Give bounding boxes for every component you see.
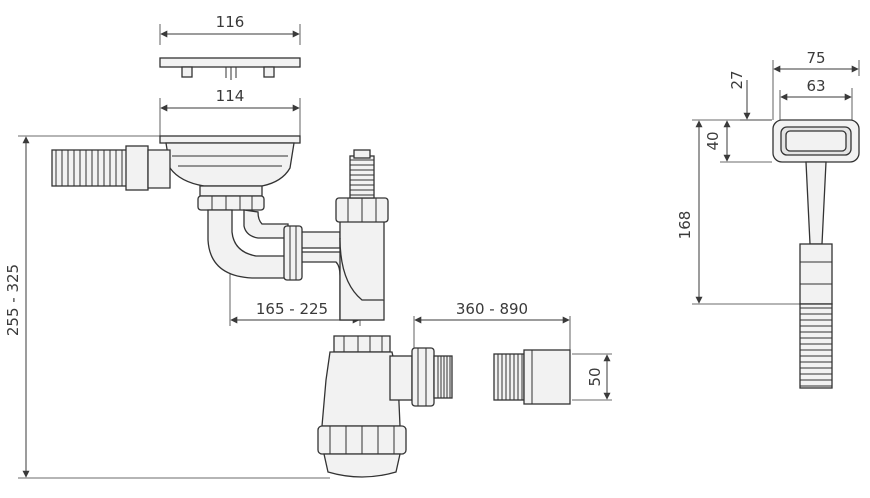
bottle-trap	[317, 335, 407, 478]
dim-overflow-outer-width-label: 75	[806, 49, 825, 67]
dim-grid-width-label: 116	[216, 13, 245, 31]
outlet-connector	[389, 347, 453, 407]
dim-horizontal-offset-label: 165 - 225	[256, 300, 328, 318]
dim-overflow-inner-width-label: 63	[806, 77, 825, 95]
dim-grid-width: 116	[159, 13, 301, 45]
extension-pipe	[493, 349, 571, 405]
dim-strainer-width-label: 114	[216, 87, 245, 105]
dim-overflow-total-height-label: 168	[676, 211, 694, 240]
dim-outlet-diameter-label: 50	[586, 367, 604, 386]
dim-total-height: 255 - 325	[4, 135, 330, 479]
strainer-body	[159, 135, 301, 211]
dim-overflow-depth-label: 27	[728, 70, 746, 89]
dim-overflow-height-label: 40	[704, 131, 722, 150]
dim-overflow-total-height: 168	[676, 119, 800, 305]
overflow-unit	[772, 119, 860, 389]
dim-total-height-label: 255 - 325	[4, 264, 22, 336]
dim-overflow-height: 40	[704, 120, 772, 163]
overflow-hose-left	[51, 145, 171, 191]
strainer-grid	[159, 57, 301, 80]
dim-overflow-outer-width: 75	[772, 49, 860, 120]
dim-overflow-depth: 27	[728, 70, 772, 121]
dim-outlet-diameter: 50	[572, 353, 612, 401]
dim-overflow-inner-width: 63	[779, 77, 853, 120]
dim-strainer-width: 114	[159, 87, 301, 138]
dim-extension-length: 360 - 890	[413, 300, 571, 350]
dim-extension-length-label: 360 - 890	[456, 300, 528, 318]
siphon-riser	[335, 149, 389, 321]
